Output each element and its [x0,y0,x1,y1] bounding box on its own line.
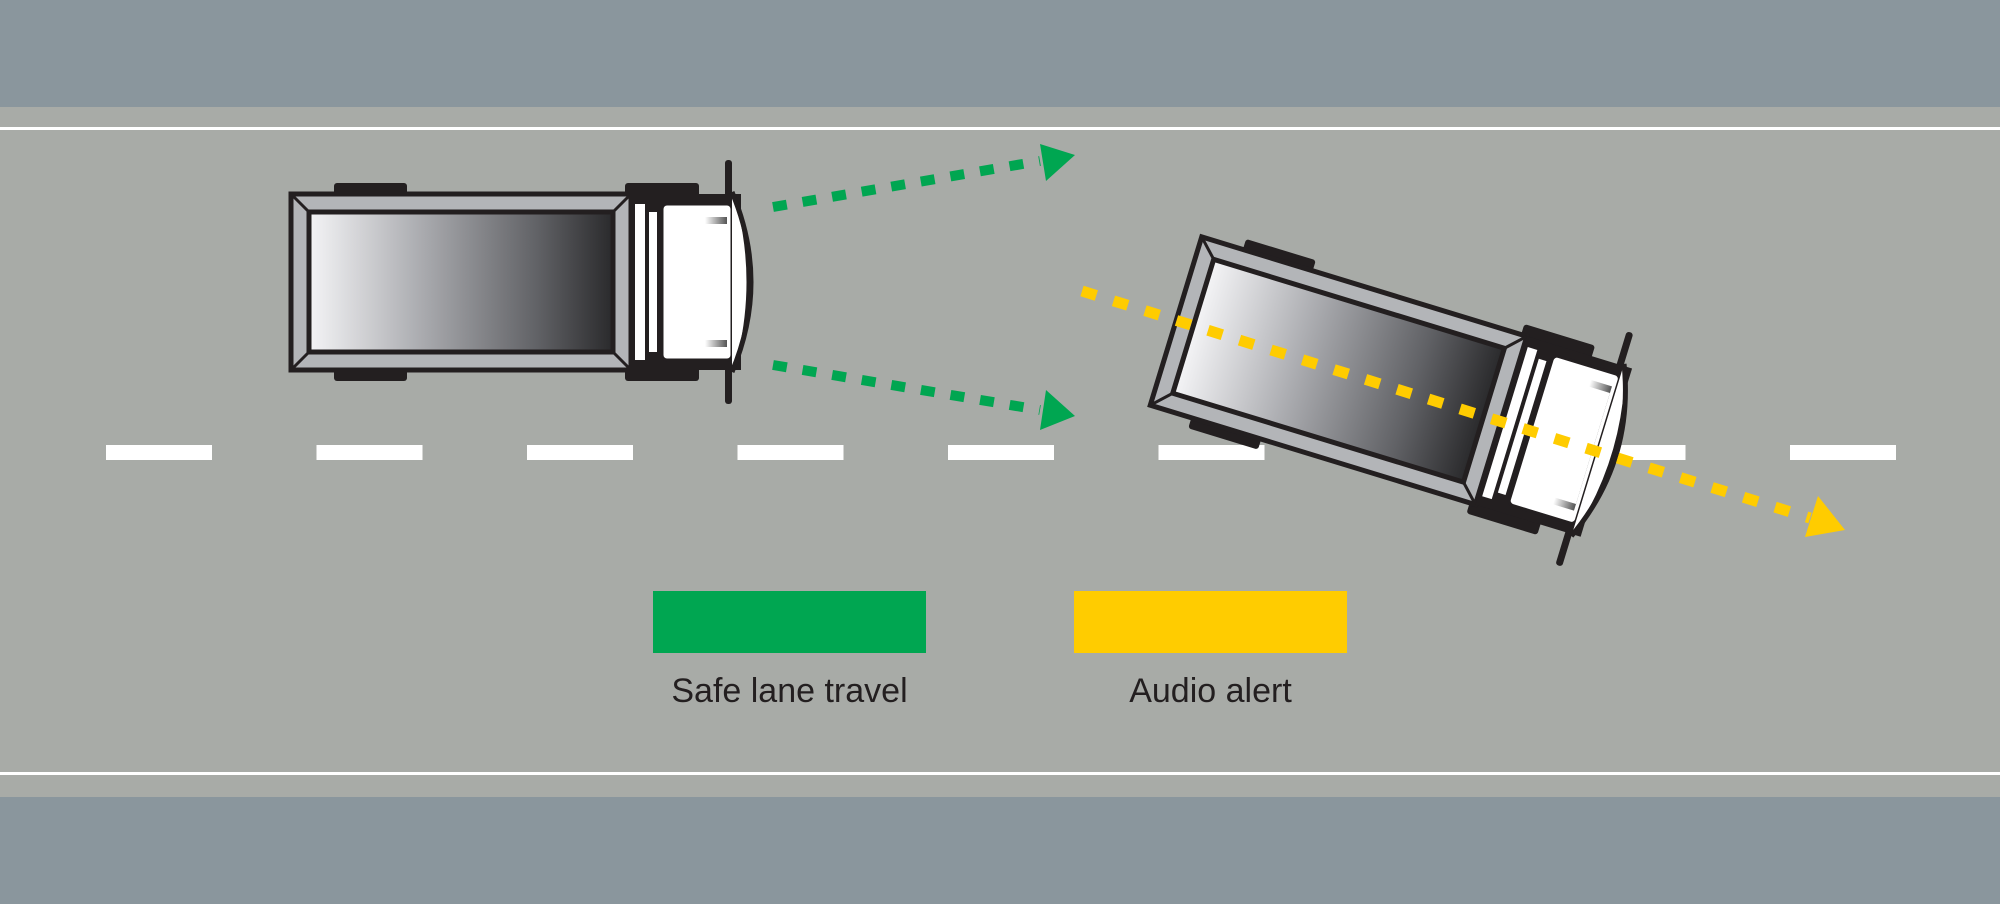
lane-dash [737,445,844,460]
lane-dash [1790,445,1896,460]
road-edge-line-top [0,127,2000,130]
safe-path-arrow-lower [772,360,1075,430]
alert-path-arrow [1080,285,1845,537]
safe-path-arrow-upper [772,144,1075,212]
legend-label-alert: Audio alert [1129,672,1292,710]
lane-dash [527,445,633,460]
legend-label-safe: Safe lane travel [671,672,908,710]
road-edge-line-bottom [0,772,2000,775]
sidewalk-top [0,0,2000,107]
sidewalk-bottom [0,797,2000,904]
legend-swatch-safe [653,591,926,653]
legend-swatch-alert [1074,591,1347,653]
truck-in-lane [291,160,751,404]
lane-dash [1158,445,1265,460]
lane-dash [948,445,1054,460]
lane-dash [316,445,423,460]
lane-dash [106,445,212,460]
